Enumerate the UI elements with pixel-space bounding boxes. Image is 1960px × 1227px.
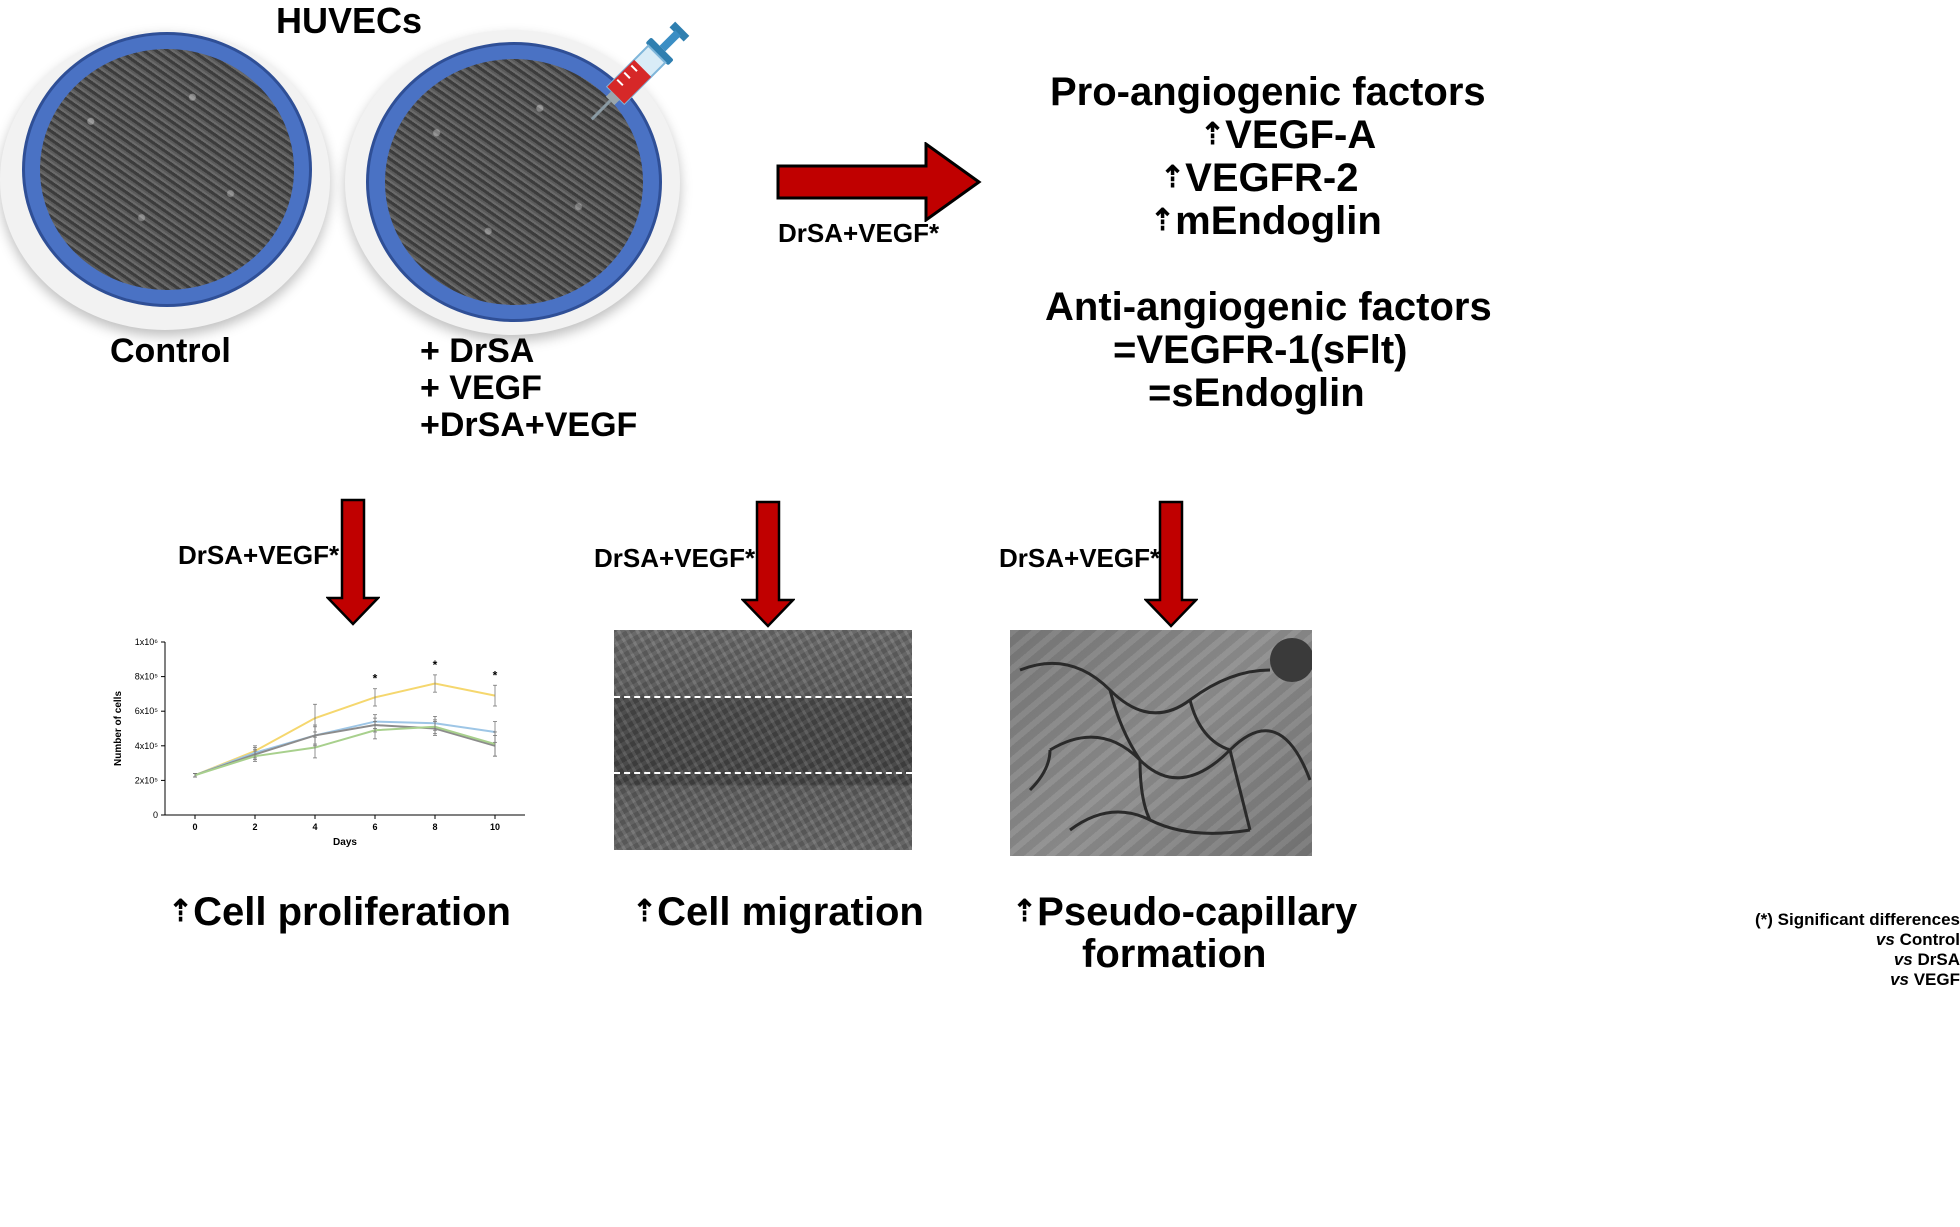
legend-vs: vs bbox=[1893, 950, 1913, 969]
up-arrow-icon: ⇡ bbox=[1150, 204, 1176, 237]
x-tick-label: 6 bbox=[372, 822, 377, 832]
anti-angiogenic-title: Anti-angiogenic factors bbox=[1045, 285, 1492, 329]
down-arrow-icon bbox=[1144, 500, 1198, 628]
down-arrow-icon bbox=[326, 498, 380, 626]
significance-mark: * bbox=[493, 668, 498, 682]
syringe-icon bbox=[590, 21, 690, 121]
series-line-3 bbox=[194, 725, 496, 777]
y-tick-label: 8x10⁵ bbox=[135, 672, 159, 682]
up-arrow-icon: ⇡ bbox=[1200, 118, 1226, 151]
y-tick-label: 1x10⁶ bbox=[135, 637, 159, 647]
proliferation-arrow-label: DrSA+VEGF* bbox=[178, 540, 340, 570]
significance-legend: (*) Significant differences vs Control v… bbox=[1755, 910, 1960, 990]
x-tick-label: 8 bbox=[432, 822, 437, 832]
pro-factor-vegf-a-text: VEGF-A bbox=[1225, 113, 1377, 157]
legend-line-control: vs Control bbox=[1755, 930, 1960, 950]
pro-factor-vegfr-2-text: VEGFR-2 bbox=[1185, 156, 1359, 200]
x-tick-label: 4 bbox=[312, 822, 317, 832]
control-label: Control bbox=[110, 332, 231, 370]
down-arrow-icon bbox=[741, 500, 795, 628]
x-axis-label: Days bbox=[333, 837, 357, 848]
migration-photo bbox=[614, 630, 912, 850]
legend-control: Control bbox=[1894, 930, 1960, 949]
outcome-capillary-line2: formation bbox=[1082, 932, 1267, 976]
x-tick-label: 0 bbox=[192, 822, 197, 832]
legend-drsa: DrSA bbox=[1912, 950, 1960, 969]
treated-dish-cells bbox=[385, 59, 643, 305]
y-tick-label: 2x10⁵ bbox=[135, 775, 159, 785]
right-arrow-icon bbox=[776, 142, 982, 222]
page-title: HUVECs bbox=[276, 0, 423, 41]
migration-arrow-label: DrSA+VEGF* bbox=[594, 543, 756, 573]
outcome-migration: ⇡Cell migration bbox=[632, 890, 924, 935]
treatment-label-vegf: + VEGF bbox=[420, 369, 542, 407]
legend-line-title: (*) Significant differences bbox=[1755, 910, 1960, 929]
outcome-proliferation-text: Cell proliferation bbox=[193, 890, 511, 934]
x-tick-label: 2 bbox=[252, 822, 257, 832]
capillary-network bbox=[1019, 638, 1314, 835]
up-arrow-icon: ⇡ bbox=[1012, 895, 1038, 928]
up-arrow-icon: ⇡ bbox=[168, 895, 194, 928]
outcome-migration-text: Cell migration bbox=[657, 890, 924, 934]
wound-edge-line-top bbox=[614, 696, 912, 698]
series-line-2 bbox=[194, 724, 496, 777]
pro-angiogenic-title: Pro-angiogenic factors bbox=[1050, 70, 1486, 114]
pro-factor-mendoglin-text: mEndoglin bbox=[1175, 199, 1382, 243]
significance-mark: * bbox=[373, 672, 378, 686]
legend-vs: vs bbox=[1890, 970, 1909, 989]
wound-edge-line-bottom bbox=[614, 772, 912, 774]
outcome-proliferation: ⇡Cell proliferation bbox=[168, 890, 511, 935]
anti-factor-vegfr-1: =VEGFR-1(sFlt) bbox=[1113, 328, 1408, 372]
series-line-1 bbox=[194, 720, 496, 777]
y-tick-label: 4x10⁵ bbox=[135, 741, 159, 751]
treatment-label-drsa: + DrSA bbox=[420, 332, 535, 370]
treatment-label-drsa-vegf: +DrSA+VEGF bbox=[420, 406, 638, 444]
y-axis-label: Number of cells bbox=[113, 691, 124, 766]
anti-factor-sendoglin: =sEndoglin bbox=[1148, 371, 1365, 415]
legend-line-vegf: vs VEGF bbox=[1755, 970, 1960, 990]
y-tick-label: 6x10⁵ bbox=[135, 706, 159, 716]
legend-vs: vs bbox=[1875, 930, 1895, 949]
significance-mark: * bbox=[433, 658, 438, 672]
outcome-capillary-text: Pseudo-capillary bbox=[1037, 890, 1358, 934]
pro-factor-mendoglin: ⇡mEndoglin bbox=[1150, 199, 1382, 244]
pro-factor-vegf-a: ⇡VEGF-A bbox=[1200, 113, 1376, 158]
y-tick-label: 0 bbox=[153, 810, 158, 820]
capillary-photo bbox=[1010, 630, 1314, 856]
up-arrow-icon: ⇡ bbox=[632, 895, 658, 928]
legend-line-drsa: vs DrSA bbox=[1755, 950, 1960, 970]
top-arrow-label: DrSA+VEGF* bbox=[778, 218, 940, 248]
outcome-capillary: ⇡Pseudo-capillary bbox=[1012, 890, 1357, 935]
control-dish-cells bbox=[40, 49, 294, 290]
up-arrow-icon: ⇡ bbox=[1160, 161, 1186, 194]
legend-vegf: VEGF bbox=[1908, 970, 1960, 989]
x-tick-label: 10 bbox=[490, 822, 500, 832]
capillary-arrow-label: DrSA+VEGF* bbox=[999, 543, 1161, 573]
pro-factor-vegfr-2: ⇡VEGFR-2 bbox=[1160, 156, 1359, 201]
series-line-0 bbox=[194, 682, 496, 777]
